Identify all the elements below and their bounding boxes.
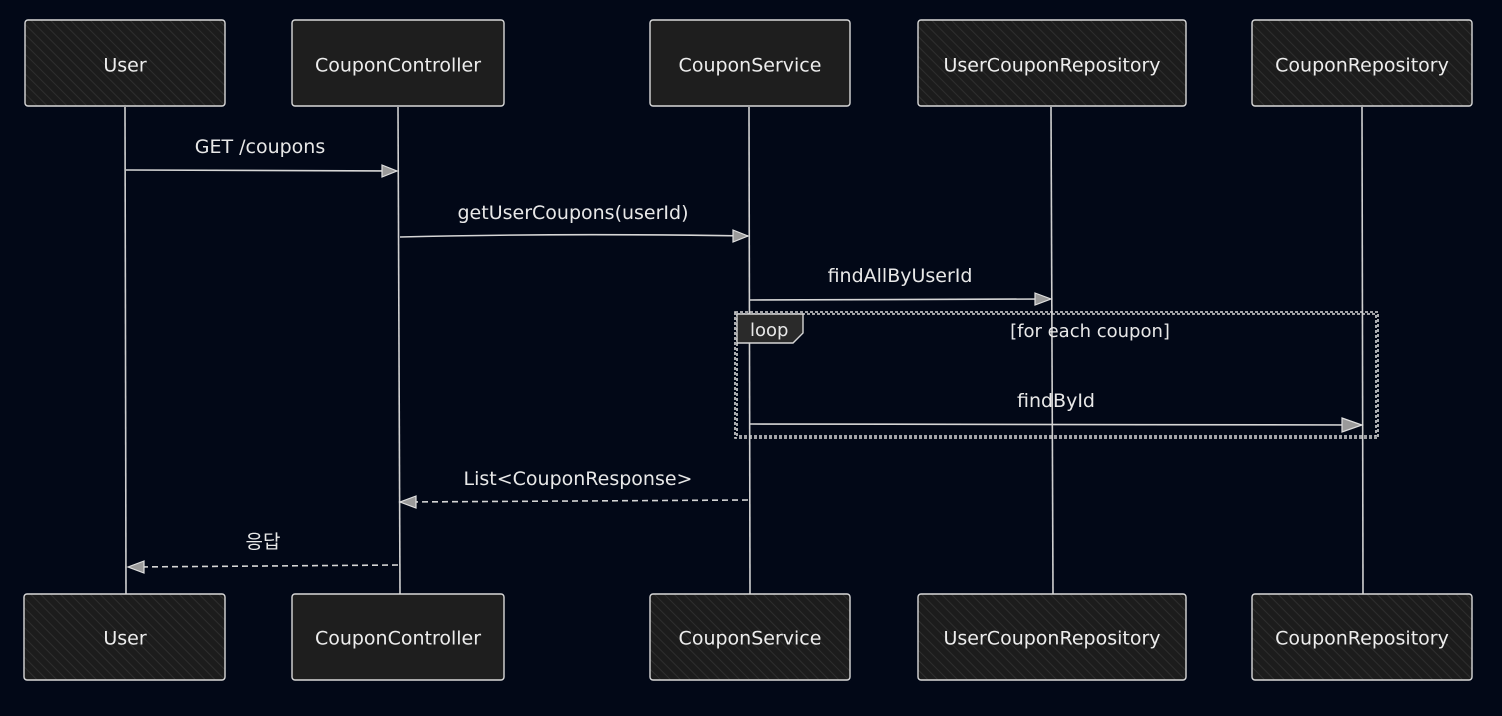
loop-tag-label: loop xyxy=(750,320,788,341)
participant-label: CouponRepository xyxy=(1275,55,1449,77)
participant-label: User xyxy=(103,55,146,77)
participant-coupon-repository-bottom: CouponRepository xyxy=(1251,593,1473,681)
message-label: findById xyxy=(1017,390,1095,412)
lifeline-user-coupon-repository xyxy=(1050,106,1054,595)
message-get-coupons: GET /coupons xyxy=(125,136,399,178)
participant-coupon-service-bottom: CouponService xyxy=(649,593,851,681)
message-list-coupon-response: List<CouponResponse> xyxy=(398,468,749,509)
participant-coupon-repository-top: CouponRepository xyxy=(1251,19,1473,107)
participant-coupon-controller-bottom: CouponController xyxy=(291,593,505,681)
lifeline-coupon-controller xyxy=(397,106,401,595)
participant-label: CouponController xyxy=(315,55,481,77)
message-label: getUserCoupons(userId) xyxy=(458,202,689,224)
participant-user-coupon-repository-bottom: UserCouponRepository xyxy=(917,593,1187,681)
participant-label: User xyxy=(103,628,146,650)
participant-label: UserCouponRepository xyxy=(944,628,1161,650)
loop-frame: loop [for each coupon] xyxy=(734,311,1379,439)
arrow-head-icon xyxy=(1034,292,1053,306)
message-label: 응답 xyxy=(246,531,281,553)
message-find-by-id: findById xyxy=(749,390,1364,433)
participant-coupon-controller-top: CouponController xyxy=(291,19,505,107)
arrow-head-icon xyxy=(732,229,750,243)
participant-user-top: User xyxy=(24,19,226,107)
message-get-user-coupons: getUserCoupons(userId) xyxy=(399,202,750,243)
lifeline-coupon-repository xyxy=(1361,106,1364,595)
lifeline-user xyxy=(124,106,127,595)
participant-label: CouponRepository xyxy=(1275,628,1449,650)
arrow-head-icon xyxy=(126,560,145,574)
message-label: GET /coupons xyxy=(195,136,326,158)
message-find-all-by-user-id: findAllByUserId xyxy=(749,265,1053,306)
message-response: 응답 xyxy=(126,531,399,574)
loop-condition: [for each coupon] xyxy=(1010,321,1170,342)
participant-coupon-service-top: CouponService xyxy=(649,19,851,107)
arrow-head-icon xyxy=(381,164,399,178)
participant-user-bottom: User xyxy=(23,593,226,681)
message-label: List<CouponResponse> xyxy=(464,468,693,490)
arrow-head-icon xyxy=(398,495,417,509)
arrow-head-icon xyxy=(1341,417,1364,433)
participant-label: UserCouponRepository xyxy=(944,55,1161,77)
message-label: findAllByUserId xyxy=(828,265,973,287)
participant-label: CouponService xyxy=(679,55,822,77)
loop-tag xyxy=(736,313,804,344)
participant-user-coupon-repository-top: UserCouponRepository xyxy=(917,19,1187,107)
lifeline-coupon-service xyxy=(748,106,751,595)
participant-label: CouponService xyxy=(679,628,822,650)
participant-label: CouponController xyxy=(315,628,481,650)
